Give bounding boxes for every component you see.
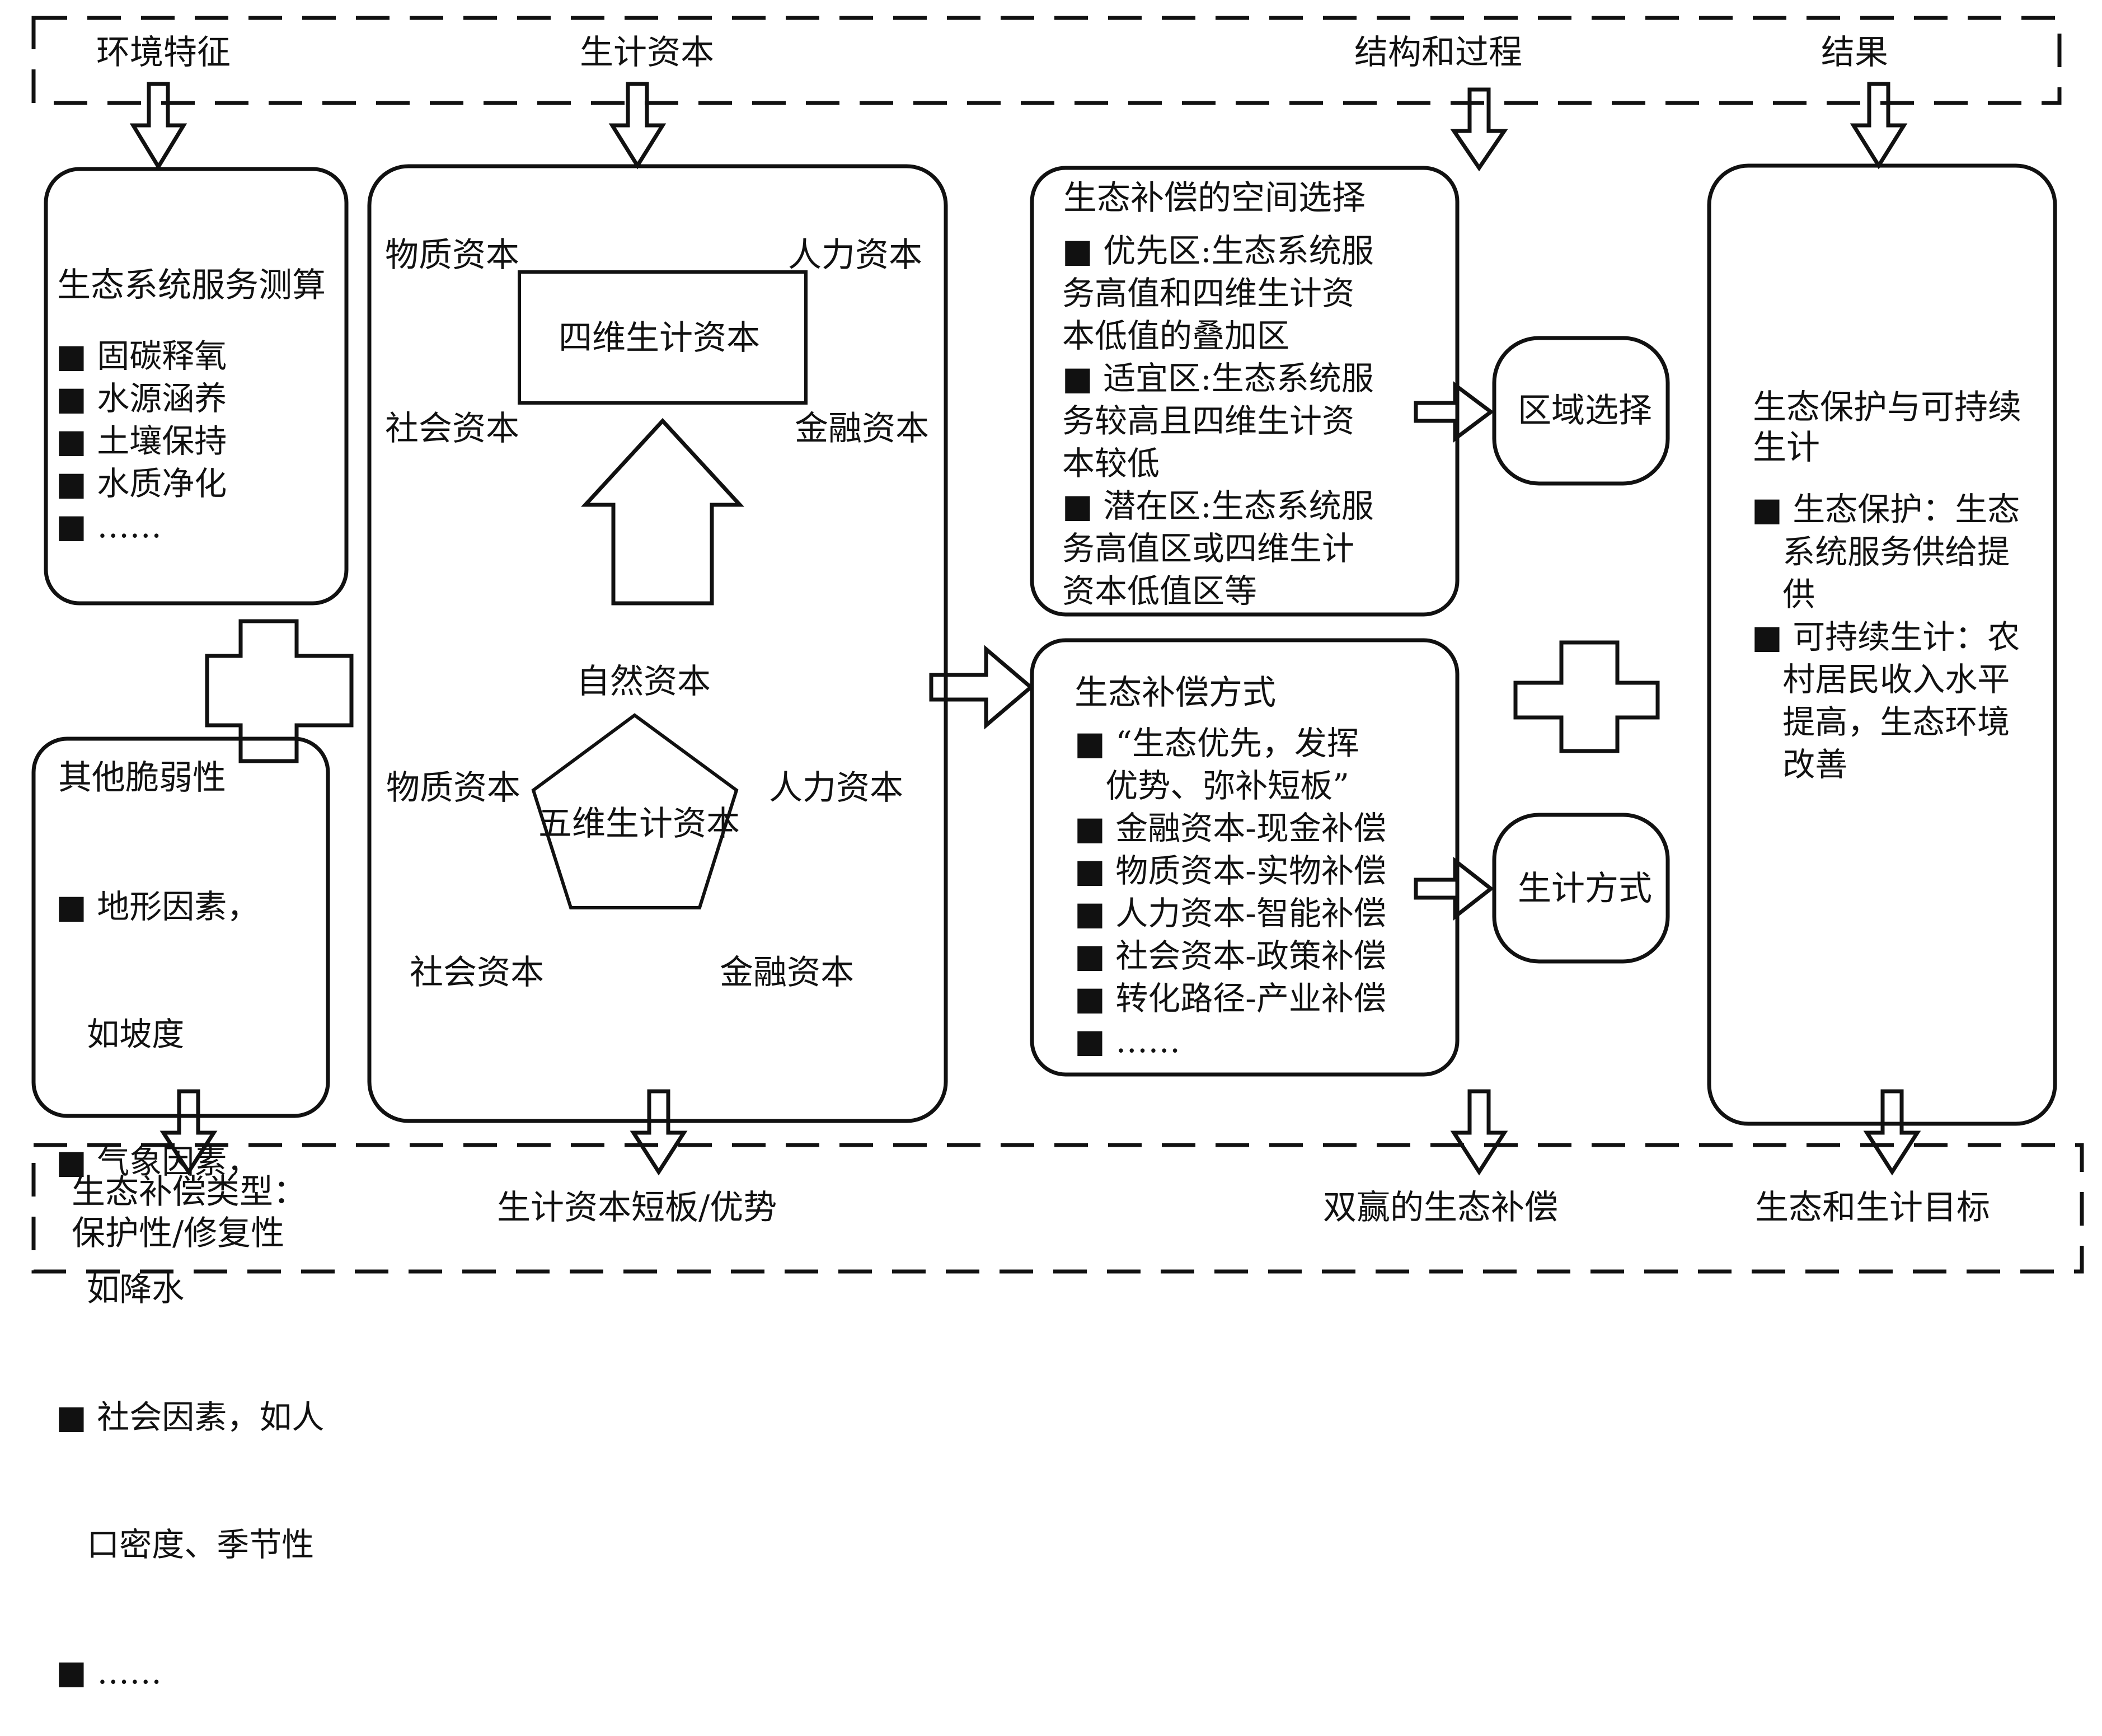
ecosystem-title: 生态系统服务测算 <box>57 266 326 305</box>
down-arrows-bottom <box>159 1089 1921 1176</box>
diagram-graphics <box>31 16 2084 1274</box>
livelihood-mode-label: 生计方式 <box>1518 869 1652 908</box>
list-item: ■ 社会因素，如人 <box>56 1398 325 1436</box>
bottom-goal: 生态和生计目标 <box>1755 1188 1990 1227</box>
list-item: ■ …… <box>56 507 162 545</box>
bottom-compensation-type-line2: 保护性/修复性 <box>72 1214 285 1253</box>
list-item: 务较高且四维生计资 <box>1062 402 1355 440</box>
list-item: ■ 优先区:生态系统服 <box>1062 232 1374 270</box>
list-item: 提高，生态环境 <box>1752 703 2010 741</box>
list-item: 供 <box>1752 575 1815 613</box>
list-item: 本低值的叠加区 <box>1062 317 1290 355</box>
method-title: 生态补偿方式 <box>1075 673 1276 712</box>
region-select-box <box>1492 336 1670 486</box>
top-dashed-frame <box>31 16 2062 105</box>
list-item: ■ 金融资本-现金补偿 <box>1075 809 1386 847</box>
four-dim-center: 四维生计资本 <box>559 318 760 358</box>
five-dim-center: 五维生计资本 <box>538 804 740 843</box>
big-up-arrow <box>581 417 744 606</box>
list-item: ■ 固碳释氧 <box>56 337 227 375</box>
list-item: 口密度、季节性 <box>56 1526 315 1564</box>
four-dim-rect <box>518 270 808 405</box>
four-dim-physical: 物质资本 <box>385 236 519 275</box>
ecosystem-list: ■ 固碳释氧 ■ 水源涵养 ■ 土壤保持 ■ 水质净化 ■ …… <box>56 335 227 547</box>
list-item: ■ 生态保护：生态 <box>1752 490 2020 528</box>
five-dim-social: 社会资本 <box>410 953 544 992</box>
bottom-compensation-type-line1: 生态补偿类型： <box>72 1172 307 1212</box>
list-item: 资本低值区等 <box>1062 572 1258 610</box>
list-item: 村居民收入水平 <box>1752 660 2010 698</box>
list-item: ■ 物质资本-实物补偿 <box>1075 852 1386 890</box>
down-arrows-top <box>129 82 1908 172</box>
four-dim-social: 社会资本 <box>385 409 519 448</box>
list-item: ■ 转化路径-产业补偿 <box>1075 979 1386 1017</box>
list-item: ■ 水源涵养 <box>56 379 227 417</box>
five-dim-human: 人力资本 <box>769 768 903 808</box>
bottom-dashed-frame <box>31 1143 2084 1274</box>
plus-sign-right <box>1513 640 1660 753</box>
spatial-list: ■ 优先区:生态系统服 务高值和四维生计资 本低值的叠加区 ■ 适宜区:生态系统… <box>1062 229 1374 612</box>
five-dim-pentagon <box>531 713 739 909</box>
list-item: ■ 水质净化 <box>56 465 227 503</box>
four-dim-financial: 金融资本 <box>795 409 929 448</box>
plus-sign-left <box>205 619 354 763</box>
bottom-capital-shortboard: 生计资本短板/优势 <box>497 1188 777 1227</box>
list-item: ■ 适宜区:生态系统服 <box>1062 359 1374 397</box>
result-list: ■ 生态保护：生态 系统服务供给提 供 ■ 可持续生计：农 村居民收入水平 提高… <box>1752 488 2020 786</box>
vulnerability-list: ■ 地形因素， 如坡度 ■ 气象因素， 如降水 ■ 社会因素，如人 口密度、季节… <box>56 800 324 1736</box>
list-item: 务高值和四维生计资 <box>1062 274 1355 312</box>
framework-diagram: 环境特征 生计资本 结构和过程 结果 生态系统服务测算 ■ 固碳释氧 ■ 水源涵… <box>31 16 2084 1691</box>
capital-box <box>367 164 948 1123</box>
arrow-method-to-livelihood <box>1414 856 1494 921</box>
list-item: 系统服务供给提 <box>1752 533 2010 571</box>
list-item: ■ 土壤保持 <box>56 422 227 460</box>
ecosystem-box <box>44 167 349 606</box>
spatial-box <box>1030 166 1460 617</box>
list-item: ■ …… <box>1075 1022 1181 1060</box>
five-dim-financial: 金融资本 <box>720 953 854 992</box>
method-box <box>1030 638 1460 1077</box>
list-item: ■ …… <box>56 1653 162 1691</box>
list-item: 改善 <box>1752 745 1848 783</box>
list-item: 如坡度 <box>56 1015 185 1053</box>
vulnerability-title: 其他脆弱性 <box>58 758 226 797</box>
spatial-title: 生态补偿的空间选择 <box>1063 179 1366 218</box>
header-environment: 环境特征 <box>96 33 231 72</box>
method-list: ■ “生态优先，发挥 优势、弥补短板” ■ 金融资本-现金补偿 ■ 物质资本-实… <box>1075 722 1386 1062</box>
bottom-win-win: 双赢的生态补偿 <box>1323 1188 1558 1227</box>
list-item: ■ 地形因素， <box>56 888 260 926</box>
list-item: ■ 社会资本-政策补偿 <box>1075 937 1386 975</box>
list-item: ■ “生态优先，发挥 <box>1075 724 1359 762</box>
region-select-label: 区域选择 <box>1518 391 1652 430</box>
five-dim-physical: 物质资本 <box>386 768 520 808</box>
list-item: 本较低 <box>1062 444 1160 482</box>
list-item: 务高值区或四维生计 <box>1062 529 1355 567</box>
four-dim-human: 人力资本 <box>788 236 922 275</box>
arrow-spatial-to-region <box>1414 381 1494 443</box>
result-title-line1: 生态保护与可持续 <box>1753 388 2021 427</box>
list-item: 如降水 <box>56 1270 185 1308</box>
arrow-capital-to-method <box>929 645 1034 730</box>
five-dim-natural: 自然资本 <box>576 662 711 701</box>
header-livelihood-capital: 生计资本 <box>580 33 714 72</box>
header-structure-process: 结构和过程 <box>1354 33 1522 72</box>
list-item: 优势、弥补短板” <box>1075 767 1349 805</box>
list-item: ■ 人力资本-智能补偿 <box>1075 894 1386 932</box>
list-item: ■ 潜在区:生态系统服 <box>1062 487 1374 525</box>
list-item: ■ 可持续生计：农 <box>1752 618 2020 656</box>
header-result: 结果 <box>1821 33 1888 72</box>
result-title-line2: 生计 <box>1753 428 1820 467</box>
list-item: ■ 气象因素， <box>56 1143 260 1181</box>
livelihood-mode-box <box>1492 813 1670 964</box>
